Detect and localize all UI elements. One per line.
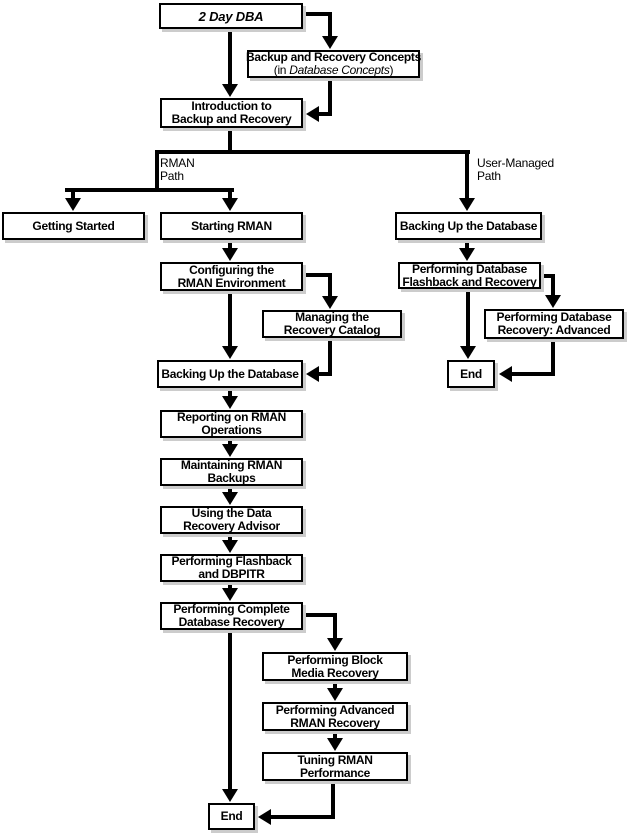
connector-segment <box>328 78 332 116</box>
connector-segment <box>228 128 232 154</box>
connector-segment <box>155 150 159 192</box>
connector-segment <box>303 273 332 277</box>
node-getting-started[interactable]: Getting Started <box>2 212 145 240</box>
node-configuring-rman-environment[interactable]: Configuring the RMAN Environment <box>160 262 303 291</box>
label-user-managed-path: User-Managed Path <box>477 156 554 183</box>
connector-segment-path-split <box>155 150 470 154</box>
node-performing-block-media-recovery[interactable]: Performing Block Media Recovery <box>262 652 408 681</box>
node-performing-database-flashback-and-recovery[interactable]: Performing Database Flashback and Recove… <box>398 262 541 289</box>
connector-segment <box>228 29 232 85</box>
node-subtitle: (in Database Concepts) <box>273 63 394 77</box>
connector-segment <box>303 613 337 617</box>
node-starting-rman[interactable]: Starting RMAN <box>160 212 303 240</box>
connector-segment <box>228 582 232 590</box>
arrowhead-down <box>327 638 343 651</box>
arrowhead-down <box>222 248 238 261</box>
connector-segment <box>65 188 234 192</box>
arrowhead-down <box>222 84 238 97</box>
node-tuning-rman-performance[interactable]: Tuning RMAN Performance <box>262 752 408 781</box>
connector-segment <box>228 190 232 199</box>
node-end-user-managed-path: End <box>447 360 495 388</box>
node-performing-complete-database-recovery[interactable]: Performing Complete Database Recovery <box>160 602 303 630</box>
arrowhead-left <box>499 366 512 382</box>
connector-segment <box>333 731 337 739</box>
connector-segment <box>333 613 337 639</box>
arrowhead-down <box>222 540 238 553</box>
node-backup-and-recovery-concepts[interactable]: Backup and Recovery Concepts (in Databas… <box>246 50 421 78</box>
arrowhead-down <box>222 396 238 409</box>
arrowhead-down <box>65 198 81 211</box>
connector-segment <box>228 388 232 398</box>
arrowhead-left <box>258 809 271 825</box>
arrowhead-down <box>459 248 475 261</box>
connector-segment <box>228 534 232 542</box>
arrowhead-down <box>322 36 338 49</box>
connector-segment <box>228 240 232 250</box>
node-performing-database-recovery-advanced[interactable]: Performing Database Recovery: Advanced <box>484 309 624 339</box>
connector-segment <box>317 112 332 116</box>
node-backing-up-database-rman[interactable]: Backing Up the Database <box>157 360 303 388</box>
arrowhead-down <box>545 295 561 308</box>
arrowhead-down <box>222 346 238 359</box>
connector-segment <box>465 150 469 198</box>
node-2-day-dba[interactable]: 2 Day DBA <box>159 3 303 29</box>
connector-segment <box>551 338 555 376</box>
connector-segment <box>71 190 75 199</box>
connector-segment <box>541 274 555 278</box>
node-performing-advanced-rman-recovery[interactable]: Performing Advanced RMAN Recovery <box>262 702 408 731</box>
connector-segment <box>331 781 335 819</box>
node-reporting-on-rman-operations[interactable]: Reporting on RMAN Operations <box>160 410 303 438</box>
arrowhead-left <box>306 366 319 382</box>
arrowhead-down <box>459 198 475 211</box>
arrowhead-down <box>322 296 338 309</box>
arrowhead-down <box>222 789 238 802</box>
node-managing-recovery-catalog[interactable]: Managing the Recovery Catalog <box>262 310 402 338</box>
node-introduction-to-backup-and-recovery[interactable]: Introduction to Backup and Recovery <box>160 98 303 128</box>
connector-segment <box>317 372 332 376</box>
connector-segment <box>551 274 555 297</box>
arrowhead-down <box>222 588 238 601</box>
connector-segment <box>328 12 332 39</box>
connector-segment <box>328 338 332 376</box>
connector-segment <box>228 291 232 347</box>
connector-segment <box>333 681 337 689</box>
connector-segment <box>271 815 333 819</box>
arrowhead-down <box>460 346 476 359</box>
node-using-data-recovery-advisor[interactable]: Using the Data Recovery Advisor <box>160 506 303 534</box>
node-backing-up-database-user-managed[interactable]: Backing Up the Database <box>395 212 542 240</box>
node-maintaining-rman-backups[interactable]: Maintaining RMAN Backups <box>160 458 303 486</box>
connector-segment <box>512 372 553 376</box>
connector-segment <box>228 630 232 790</box>
connector-segment <box>228 438 232 446</box>
connector-segment <box>466 289 470 347</box>
label-rman-path: RMAN Path <box>160 156 195 183</box>
arrowhead-down <box>222 198 238 211</box>
arrowhead-down <box>327 738 343 751</box>
connector-segment <box>303 12 332 16</box>
arrowhead-down <box>222 492 238 505</box>
connector-segment <box>228 486 232 494</box>
arrowhead-down <box>222 444 238 457</box>
arrowhead-down <box>327 688 343 701</box>
node-end-rman-path: End <box>208 803 255 830</box>
node-performing-flashback-and-dbpitr[interactable]: Performing Flashback and DBPITR <box>160 554 303 582</box>
connector-segment <box>465 240 469 250</box>
arrowhead-left <box>306 106 319 122</box>
connector-segment <box>328 273 332 297</box>
